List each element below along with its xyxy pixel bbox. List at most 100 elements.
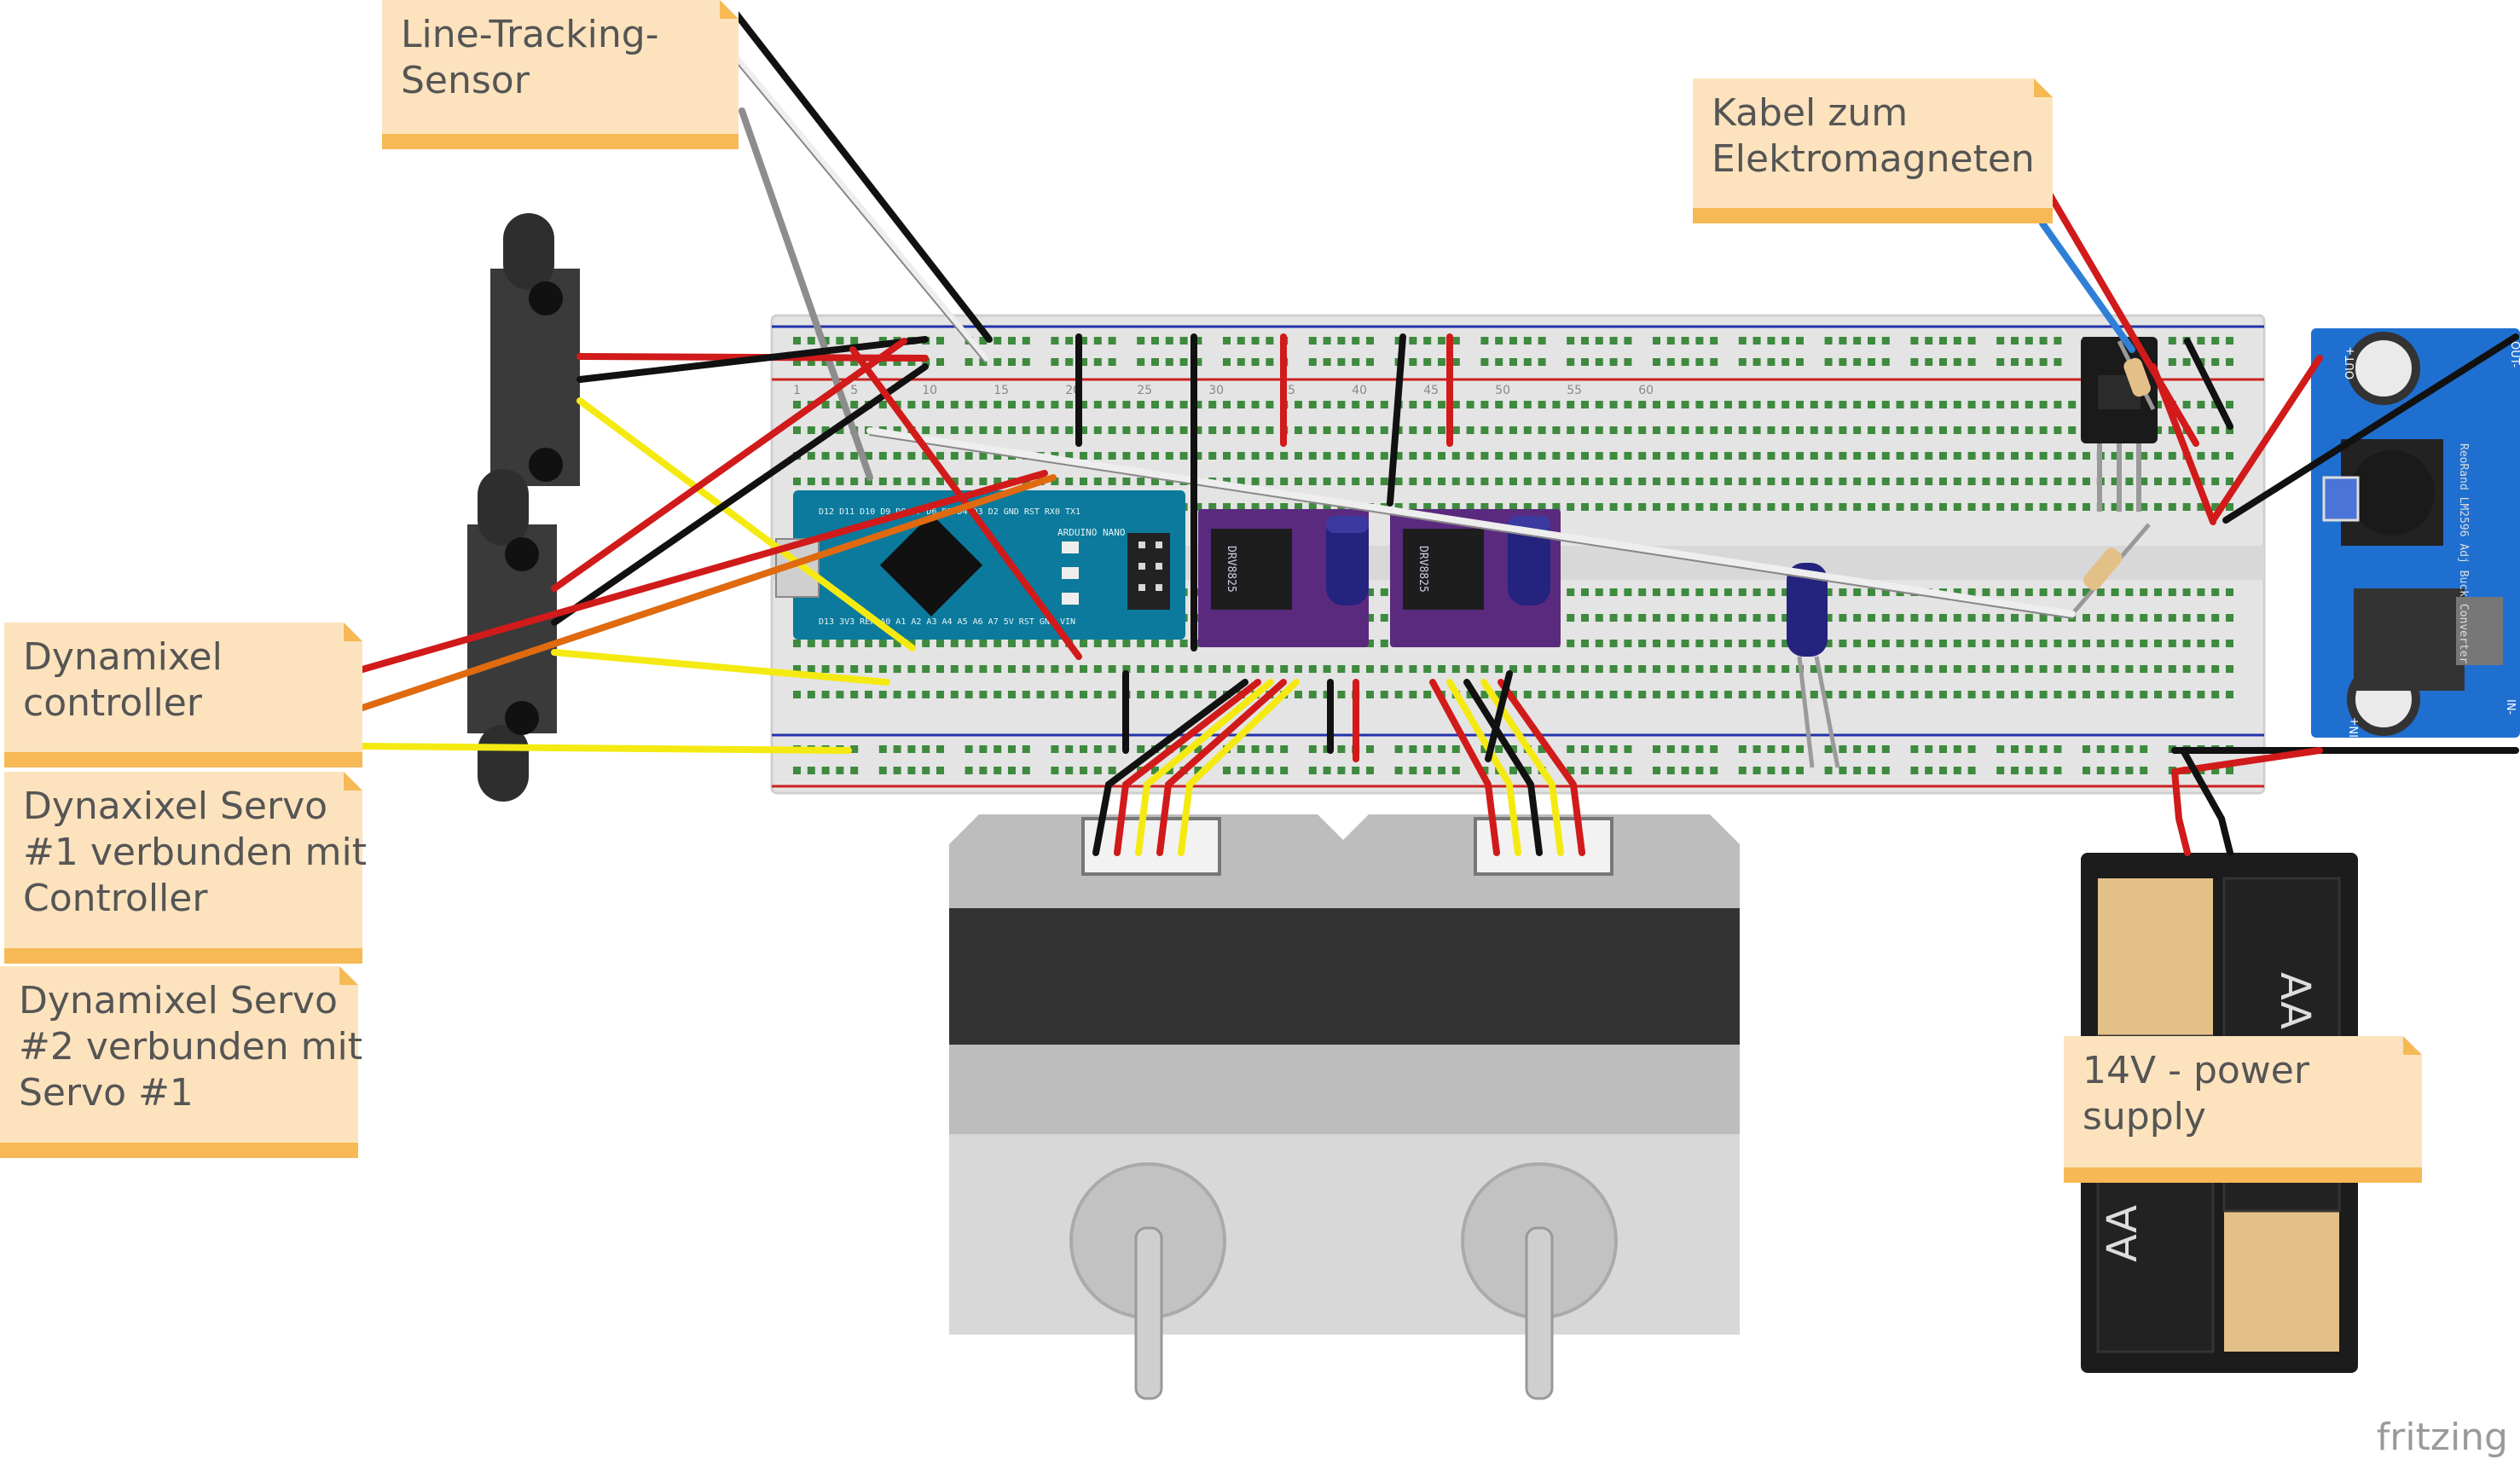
breadboard-hole <box>1567 640 1575 647</box>
breadboard-hole <box>1122 401 1131 408</box>
breadboard-hole <box>1996 337 2005 345</box>
breadboard-hole <box>1337 767 1346 774</box>
breadboard-hole <box>1666 337 1675 345</box>
breadboard-hole <box>1710 452 1718 460</box>
breadboard-hole <box>1581 401 1589 408</box>
breadboard-hole <box>1853 452 1862 460</box>
breadboard-hole <box>2054 588 2062 596</box>
breadboard-hole <box>1194 337 1202 345</box>
breadboard-hole <box>2054 478 2062 485</box>
breadboard-hole <box>1323 452 1331 460</box>
breadboard-hole <box>1165 691 1173 698</box>
breadboard-hole <box>1423 358 1432 366</box>
breadboard-hole <box>1982 665 1990 673</box>
breadboard-hole <box>979 767 988 774</box>
breadboard-hole <box>979 745 988 753</box>
breadboard-hole <box>1910 745 1919 753</box>
breadboard-hole <box>1380 452 1388 460</box>
breadboard-hole <box>2039 691 2048 698</box>
breadboard-hole <box>1953 426 1961 434</box>
note-line: 14V - power <box>2083 1049 2309 1092</box>
breadboard-hole <box>1781 503 1790 511</box>
breadboard-hole <box>1638 665 1647 673</box>
breadboard-hole <box>1179 358 1188 366</box>
breadboard-hole <box>1080 745 1087 753</box>
breadboard-hole <box>1967 337 1976 345</box>
breadboard-hole <box>1695 691 1704 698</box>
breadboard-hole <box>1137 665 1145 673</box>
breadboard-hole <box>1595 426 1603 434</box>
breadboard-hole <box>1609 588 1618 596</box>
breadboard-hole <box>1380 478 1388 485</box>
breadboard-hole <box>1438 503 1445 511</box>
breadboard-hole <box>1666 745 1675 753</box>
breadboard-hole <box>865 640 872 647</box>
breadboard-hole <box>1295 426 1302 434</box>
breadboard-hole <box>1967 665 1976 673</box>
breadboard-hole <box>2025 358 2033 366</box>
breadboard-hole <box>1394 337 1403 345</box>
breadboard-hole <box>1538 665 1546 673</box>
breadboard-hole <box>1910 614 1919 622</box>
breadboard-hole <box>2211 452 2220 460</box>
breadboard-hole <box>1366 452 1374 460</box>
breadboard-hole <box>2154 640 2162 647</box>
breadboard-hole <box>1137 478 1145 485</box>
breadboard-hole <box>1681 358 1689 366</box>
breadboard-hole <box>1008 640 1016 647</box>
breadboard-hole <box>1065 337 1074 345</box>
battery-label-2: AA <box>2099 1205 2146 1262</box>
breadboard-hole <box>1567 503 1575 511</box>
breadboard-hole <box>807 640 815 647</box>
breadboard-hole <box>1165 665 1173 673</box>
breadboard-hole <box>1380 640 1388 647</box>
breadboard-hole <box>1323 478 1331 485</box>
breadboard-hole <box>1567 614 1575 622</box>
breadboard-hole <box>1767 401 1776 408</box>
breadboard-hole <box>2111 478 2119 485</box>
breadboard-hole <box>2111 691 2119 698</box>
breadboard-hole <box>1394 691 1403 698</box>
breadboard-hole <box>1051 401 1059 408</box>
breadboard-hole <box>1409 401 1417 408</box>
breadboard-hole <box>1953 588 1961 596</box>
breadboard-hole <box>2025 426 2033 434</box>
breadboard-hole <box>1796 745 1804 753</box>
breadboard-hole <box>878 478 887 485</box>
breadboard-hole <box>1710 337 1718 345</box>
breadboard-hole <box>2154 614 2162 622</box>
breadboard-hole <box>1910 452 1919 460</box>
breadboard-hole <box>2226 767 2233 774</box>
breadboard-hole <box>2226 691 2233 698</box>
breadboard-hole <box>979 337 988 345</box>
breadboard-hole <box>1295 665 1302 673</box>
breadboard-hole <box>1466 665 1474 673</box>
breadboard-hole <box>807 691 815 698</box>
breadboard-hole <box>1653 745 1660 753</box>
note-fold <box>2403 1036 2422 1055</box>
breadboard-hole <box>1666 478 1675 485</box>
breadboard-hole <box>2125 665 2134 673</box>
breadboard-hole <box>2011 767 2019 774</box>
breadboard-hole <box>1953 358 1961 366</box>
breadboard-hole <box>1523 426 1532 434</box>
breadboard-hole <box>2154 691 2162 698</box>
buck-in-plus: IN+ <box>2349 717 2361 738</box>
breadboard-hole <box>1953 745 1961 753</box>
breadboard-hole <box>1752 503 1761 511</box>
note-line: supply <box>2083 1095 2206 1138</box>
breadboard-hole <box>1653 452 1660 460</box>
breadboard-hole <box>1624 640 1632 647</box>
breadboard-hole <box>1352 337 1360 345</box>
breadboard-hole <box>1451 767 1460 774</box>
breadboard-hole <box>1996 745 2005 753</box>
breadboard-hole <box>1036 640 1045 647</box>
breadboard-hole <box>950 401 959 408</box>
breadboard-hole <box>1051 767 1059 774</box>
breadboard-hole <box>2025 691 2033 698</box>
breadboard-hole <box>1093 640 1102 647</box>
breadboard-hole <box>1666 614 1675 622</box>
breadboard-hole <box>1925 767 1933 774</box>
breadboard-hole <box>865 478 872 485</box>
breadboard-hole <box>1165 358 1173 366</box>
